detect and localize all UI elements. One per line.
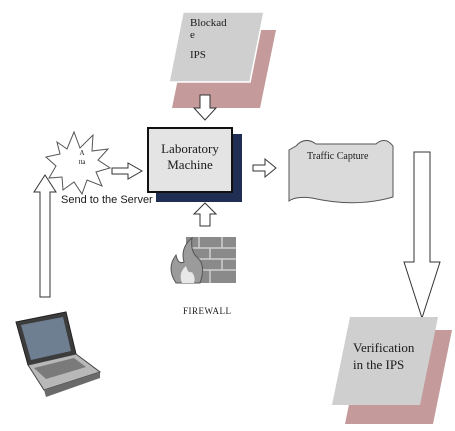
verification-line1: Verification [353, 340, 415, 355]
verification-line2: in the IPS [353, 357, 405, 372]
firewall-icon [170, 236, 236, 284]
arrow-laptop-to-attack [33, 174, 57, 298]
lab-machine-box [147, 127, 242, 202]
ips-panel [168, 11, 276, 108]
attack-label-line1: A [79, 149, 85, 157]
arrow-ips-to-lab [192, 94, 218, 121]
traffic-capture-shape [288, 140, 394, 204]
laptop-icon [15, 311, 102, 397]
attack-label: A tta [72, 149, 92, 167]
arrow-firewall-to-lab [192, 202, 218, 227]
ips-label-line2: e [190, 29, 195, 41]
send-to-server-label: Send to the Server [61, 194, 153, 206]
attack-label-line2: tta [78, 158, 86, 166]
firewall-label: FIREWALL [183, 306, 232, 316]
burst-icon [44, 130, 112, 196]
arrow-attack-to-lab [111, 162, 144, 180]
arrow-traffic-to-verification [403, 151, 441, 320]
ips-label-line3: IPS [190, 49, 206, 61]
lab-machine-label: Laboratory Machine [148, 141, 232, 173]
lab-machine-line2: Machine [167, 157, 213, 172]
lab-machine-line1: Laboratory [161, 141, 219, 156]
arrow-lab-to-traffic [252, 157, 277, 179]
verification-label: Verification in the IPS [353, 339, 414, 373]
traffic-capture-label: Traffic Capture [307, 151, 369, 162]
verification-panel [332, 317, 452, 424]
ips-label-line1: Blockad [190, 17, 227, 29]
ips-label: Blockad e IPS [190, 17, 227, 61]
